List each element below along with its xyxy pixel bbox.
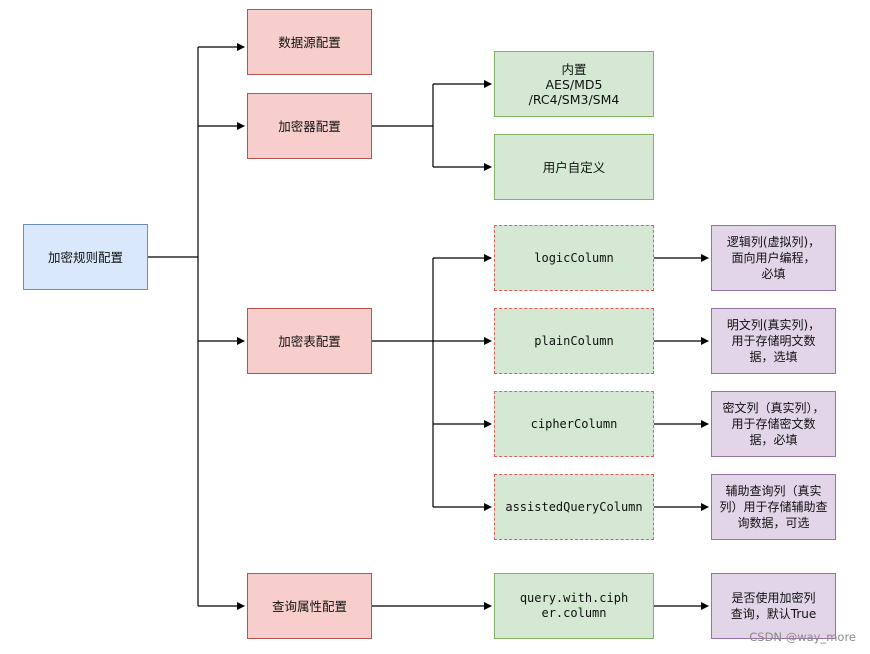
node-encrypt-table-config: 加密表配置 (247, 308, 372, 374)
node-assisted-query-column: assistedQueryColumn (494, 474, 654, 540)
desc-logic-column: 逻辑列(虚拟列)， 面向用户编程， 必填 (711, 225, 836, 291)
node-logic-column: logicColumn (494, 225, 654, 291)
desc-cipher-column: 密文列（真实列）， 用于存储密文数 据，必填 (711, 391, 836, 457)
desc-query-with-cipher-column: 是否使用加密列 查询，默认True (711, 573, 836, 639)
csdn-watermark: CSDN @way_more (749, 630, 856, 644)
node-query-props-config: 查询属性配置 (247, 573, 372, 639)
desc-plain-column: 明文列(真实列)， 用于存储明文数 据，选填 (711, 308, 836, 374)
node-datasource-config: 数据源配置 (247, 9, 372, 75)
node-query-with-cipher-column: query.with.ciph er.column (494, 573, 654, 639)
node-user-defined: 用户自定义 (494, 134, 654, 200)
node-encrypt-rule-config: 加密规则配置 (23, 224, 148, 290)
desc-assisted-query-column: 辅助查询列（真实 列）用于存储辅助查 询数据，可选 (711, 474, 836, 540)
node-plain-column: plainColumn (494, 308, 654, 374)
node-builtin-algorithms: 内置 AES/MD5 /RC4/SM3/SM4 (494, 51, 654, 117)
node-encryptor-config: 加密器配置 (247, 93, 372, 159)
node-cipher-column: cipherColumn (494, 391, 654, 457)
